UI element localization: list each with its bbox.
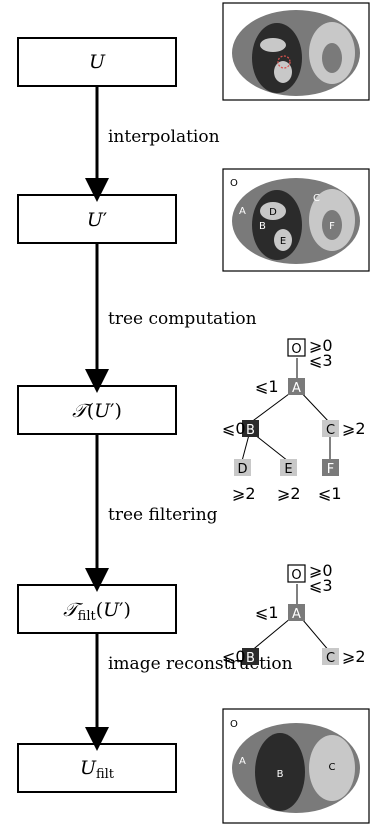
region-f-shape [322, 43, 342, 73]
tree1-annotation-d: ⩾2 [232, 484, 256, 503]
step-label-interpolation: interpolation [108, 127, 220, 147]
stage-label-u-filt: Ufilt [80, 757, 115, 782]
image-interpolated: O A B C D E F [222, 168, 370, 272]
tree1-node-e-label: E [284, 462, 292, 477]
stage-label-u: U [89, 51, 106, 73]
image2-label-e: E [280, 236, 286, 247]
image2-label-b: B [259, 221, 266, 232]
tree1-node-b [242, 420, 259, 437]
tree1-annotation-e: ⩾2 [277, 484, 301, 503]
tree2-node-a-label: A [292, 607, 301, 622]
stage-box-u: U [17, 37, 177, 87]
region-a-shape [252, 23, 302, 93]
tree2-annotation-b: ⩽0 [222, 647, 246, 666]
tree2-annotation-o-top: ⩾0 [309, 561, 333, 580]
tree1-node-a [288, 378, 305, 395]
tree-full: O ⩾0 ⩽3 A ⩽1 B ⩽0 C ⩾2 D ⩾2 E ⩾2 F ⩽1 [222, 336, 366, 503]
tree2-node-c-label: C [326, 651, 335, 666]
image-original [222, 2, 370, 101]
image3-label-b: B [277, 769, 284, 780]
stage-label-u-prime: U′ [87, 209, 107, 231]
tree2-node-c [322, 648, 339, 665]
tree2-annotation-a: ⩽1 [255, 603, 279, 622]
image-reconstructed: O A B C [222, 708, 370, 824]
tree1-node-b-label: B [246, 423, 255, 438]
tree1-node-a-label: A [292, 381, 301, 396]
tree1-node-c-label: C [326, 423, 335, 438]
image3-label-o: O [230, 719, 238, 730]
tree1-annotation-a: ⩽1 [255, 377, 279, 396]
image2-label-o: O [230, 178, 238, 189]
image2-label-f: F [329, 221, 335, 232]
tree2-node-o [287, 564, 306, 583]
image2-label-a: A [239, 206, 246, 217]
tree1-node-e [280, 459, 297, 476]
step-label-image-reconstruction: image reconstruction [108, 654, 293, 674]
region-d-shape [260, 38, 286, 52]
step-label-tree-computation: tree computation [108, 309, 257, 329]
marker-circle [277, 55, 291, 69]
stage-label-tree: 𝒯(U′) [72, 400, 122, 422]
stage-box-u-filt: Ufilt [17, 743, 177, 793]
tree1-annotation-o-bottom: ⩽3 [309, 351, 333, 370]
tree1-node-c [322, 420, 339, 437]
tree1-node-o-label: O [291, 342, 301, 357]
tree2-node-b [242, 648, 259, 665]
stage-box-tree: 𝒯(U′) [17, 385, 177, 435]
tree2-node-o-label: O [291, 568, 301, 583]
image3-label-a: A [239, 756, 246, 767]
tree1-annotation-b: ⩽0 [222, 419, 246, 438]
stage-label-tree-filtered: 𝒯filt(U′) [63, 599, 131, 624]
tree1-node-f-label: F [327, 462, 334, 477]
image2-label-d: D [269, 207, 277, 218]
tree1-annotation-c: ⩾2 [342, 419, 366, 438]
image2-label-c: C [313, 193, 320, 204]
image3-label-c: C [329, 762, 336, 773]
tree1-node-d [234, 459, 251, 476]
tree1-node-d-label: D [237, 462, 247, 477]
tree-filtered: O ⩾0 ⩽3 A ⩽1 B ⩽0 C ⩾2 [222, 561, 366, 666]
tree1-annotation-o-top: ⩾0 [309, 336, 333, 355]
tree2-node-b-label: B [246, 651, 255, 666]
region-e-shape [274, 61, 292, 83]
tree1-node-o [287, 338, 306, 357]
step-label-tree-filtering: tree filtering [108, 505, 218, 525]
tree2-annotation-c: ⩾2 [342, 647, 366, 666]
tree2-annotation-o-bottom: ⩽3 [309, 576, 333, 595]
stage-box-tree-filtered: 𝒯filt(U′) [17, 584, 177, 634]
tree1-annotation-f: ⩽1 [318, 484, 342, 503]
stage-box-u-prime: U′ [17, 194, 177, 244]
tree2-node-a [288, 604, 305, 621]
tree1-node-f [322, 459, 339, 476]
